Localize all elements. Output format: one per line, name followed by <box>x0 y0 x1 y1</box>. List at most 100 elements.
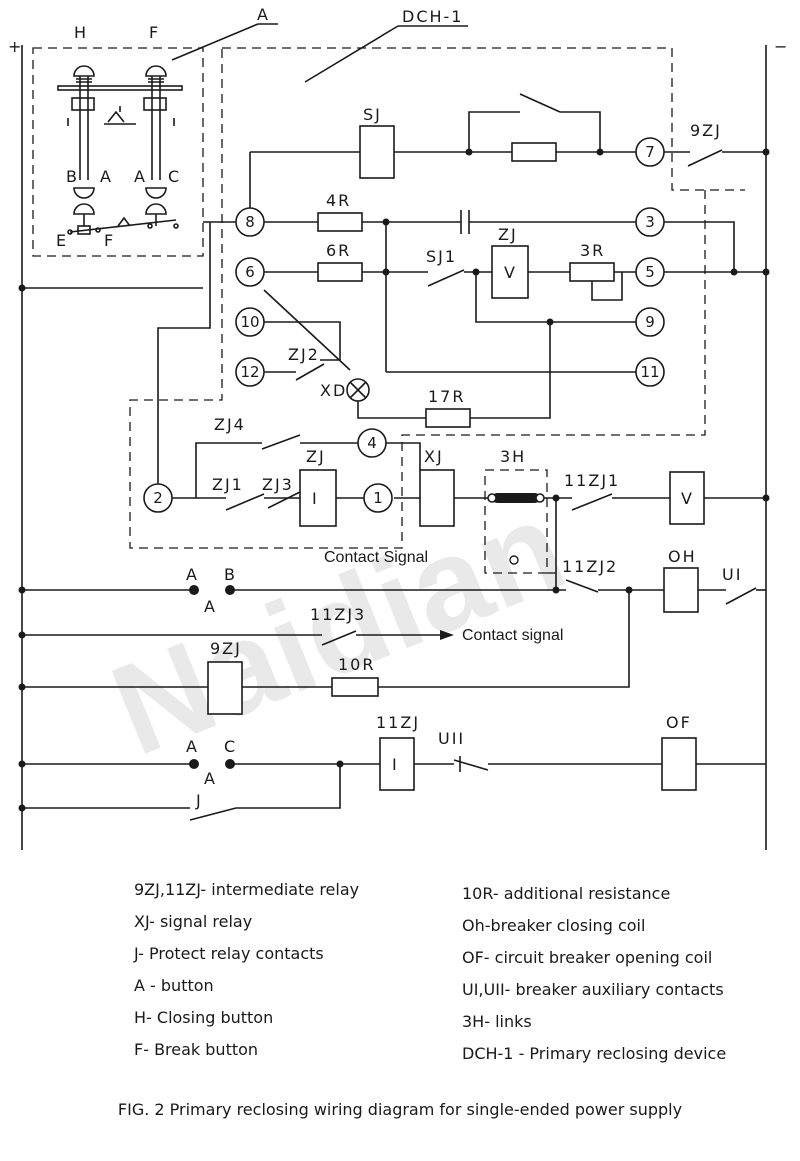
terminal-3-label: 3 <box>645 213 655 231</box>
label-I2: I <box>392 755 399 774</box>
label-ZJ1: ZJ1 <box>212 475 244 494</box>
figure-caption: FIG. 2 Primary reclosing wiring diagram … <box>117 1100 683 1119</box>
resistor-4R <box>317 212 363 232</box>
legend-right-6: DCH-1 - Primary reclosing device <box>462 1044 727 1063</box>
label-I: I <box>312 489 319 508</box>
9ZJ-contact-top <box>687 149 723 167</box>
terminal-1-ring <box>363 483 393 513</box>
terminal-3-ring <box>635 207 665 237</box>
label-C1: C <box>168 167 181 186</box>
button-A2-contact-C[interactable] <box>225 759 235 769</box>
legend-left-5: H- Closing button <box>134 1008 274 1027</box>
terminal-6-label: 6 <box>245 263 255 281</box>
label-btnB: B <box>224 565 237 584</box>
button-A-contact-B[interactable] <box>225 585 235 595</box>
label-OF: OF <box>666 713 692 732</box>
minus-label: − <box>774 37 789 56</box>
label-ZJ: ZJ <box>498 225 518 244</box>
label-DCH1: DCH-1 <box>402 7 463 26</box>
label-btn2C: C <box>224 737 237 756</box>
ZJ1-contact <box>225 493 265 511</box>
break-button-cap <box>145 65 167 77</box>
legend-right-4: UI,UII- breaker auxiliary contacts <box>462 980 724 999</box>
label-11ZJ1: 11ZJ1 <box>564 471 620 490</box>
11ZJ1-contact <box>571 493 613 511</box>
SJ-contact <box>519 93 561 113</box>
11ZJ3-contact <box>321 630 357 646</box>
legend-right-1: 10R- additional resistance <box>462 884 671 903</box>
label-btnA: A <box>186 565 199 584</box>
label-btn2A-below: A <box>204 769 217 788</box>
UII-contact <box>453 759 489 771</box>
terminal-10-ring <box>235 307 265 337</box>
label-11ZJ: 11ZJ <box>376 713 420 732</box>
terminal-2-ring <box>143 483 173 513</box>
label-9ZJ-top: 9ZJ <box>690 121 722 140</box>
terminal-1-label: 1 <box>373 489 383 507</box>
SJ-relay-coil <box>359 125 395 179</box>
legend-left-2: XJ- signal relay <box>134 912 253 931</box>
UI-contact <box>725 587 757 605</box>
11ZJ2-contact <box>565 579 599 593</box>
terminal-5-label: 5 <box>645 263 655 281</box>
label-E: E <box>56 231 68 250</box>
label-4R: 4R <box>326 191 351 210</box>
terminal-10-label: 10 <box>240 313 259 331</box>
SJ-resistor <box>511 142 557 162</box>
resistor-6R <box>317 262 363 282</box>
OF-opening-coil <box>661 737 697 791</box>
label-A2: A <box>134 167 147 186</box>
button-A2-contact-A[interactable] <box>189 759 199 769</box>
link-3H <box>492 493 540 503</box>
label-10R: 10R <box>338 655 375 674</box>
ZJ4-contact <box>261 434 301 450</box>
label-J: J <box>195 791 203 810</box>
button-A-contact-A[interactable] <box>189 585 199 595</box>
label-3R: 3R <box>580 241 605 260</box>
terminal-6-ring <box>235 257 265 287</box>
label-XJ: XJ <box>424 447 444 466</box>
ZJ2-contact <box>295 363 325 381</box>
label-B1: B <box>66 167 79 186</box>
label-11ZJ3: 11ZJ3 <box>310 605 366 624</box>
terminal-8-label: 8 <box>245 213 255 231</box>
label-ZJ2: ZJ2 <box>288 345 320 364</box>
label-9ZJ-b: 9ZJ <box>210 639 242 658</box>
label-H: H <box>74 23 88 42</box>
label-ZJ3: ZJ3 <box>262 475 294 494</box>
circuit-diagram: Naidian + − A DCH-1 H F B A A C E F <box>8 5 789 850</box>
label-6R: 6R <box>326 241 351 260</box>
terminal-12-label: 12 <box>240 363 259 381</box>
legend-left-6: F- Break button <box>134 1040 259 1059</box>
9ZJ-relay-coil <box>207 661 243 715</box>
contact-signal-label-2: Contact signal <box>462 627 563 644</box>
closing-button-cap <box>73 65 95 77</box>
terminal-9-ring <box>635 307 665 337</box>
dch1-box-top <box>222 47 745 191</box>
label-OH: OH <box>668 547 697 566</box>
terminal-11-label: 11 <box>640 363 659 381</box>
plus-label: + <box>8 37 23 56</box>
terminal-5-ring <box>635 257 665 287</box>
contact-signal-label-1: Contact Signal <box>324 549 428 566</box>
terminal-2-label: 2 <box>153 489 163 507</box>
legend-right-3: OF- circuit breaker opening coil <box>462 948 713 967</box>
SJ1-contact <box>427 269 465 287</box>
terminal-11-ring <box>635 357 665 387</box>
label-V: V <box>504 263 517 282</box>
J-contact <box>189 807 237 821</box>
legend-left-4: A - button <box>134 976 214 995</box>
label-17R: 17R <box>428 387 465 406</box>
label-SJ: SJ <box>363 105 382 124</box>
label-A-top: A <box>257 5 270 24</box>
label-ZJ-b: ZJ <box>306 447 326 466</box>
label-3H: 3H <box>500 447 526 466</box>
label-SJ1: SJ1 <box>426 247 457 266</box>
dch1-box-outline <box>129 48 706 549</box>
terminal-7-ring <box>635 137 665 167</box>
resistor-17R <box>425 408 471 428</box>
legend: 9ZJ,11ZJ- intermediate relay XJ- signal … <box>0 872 800 1161</box>
label-UI: UI <box>722 565 742 584</box>
